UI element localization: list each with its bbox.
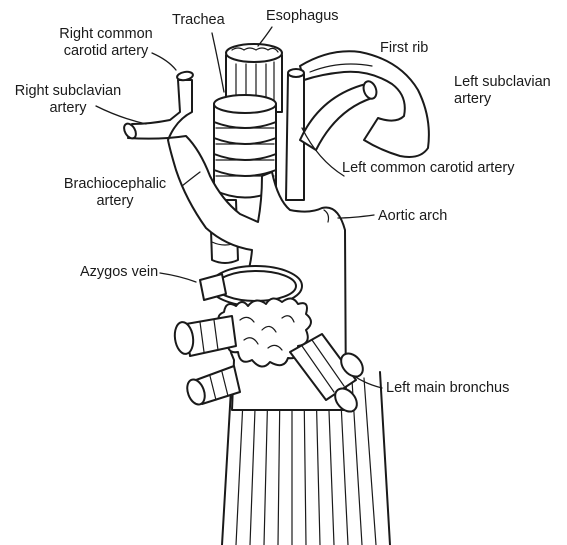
label-left-common-carotid: Left common carotid artery <box>342 160 514 177</box>
label-left-main-bronchus: Left main bronchus <box>386 380 509 397</box>
label-esophagus: Esophagus <box>266 8 339 25</box>
label-left-subclavian: Left subclavian artery <box>454 74 551 108</box>
label-first-rib: First rib <box>380 40 428 57</box>
left-common-carotid-vessel <box>286 69 304 200</box>
label-brachiocephalic: Brachiocephalic artery <box>52 176 178 210</box>
label-right-common-carotid: Right common carotid artery <box>44 26 168 60</box>
label-right-subclavian: Right subclavian artery <box>6 83 130 117</box>
label-aortic-arch: Aortic arch <box>378 208 447 225</box>
label-azygos-vein: Azygos vein <box>80 264 158 281</box>
label-trachea: Trachea <box>172 12 225 29</box>
